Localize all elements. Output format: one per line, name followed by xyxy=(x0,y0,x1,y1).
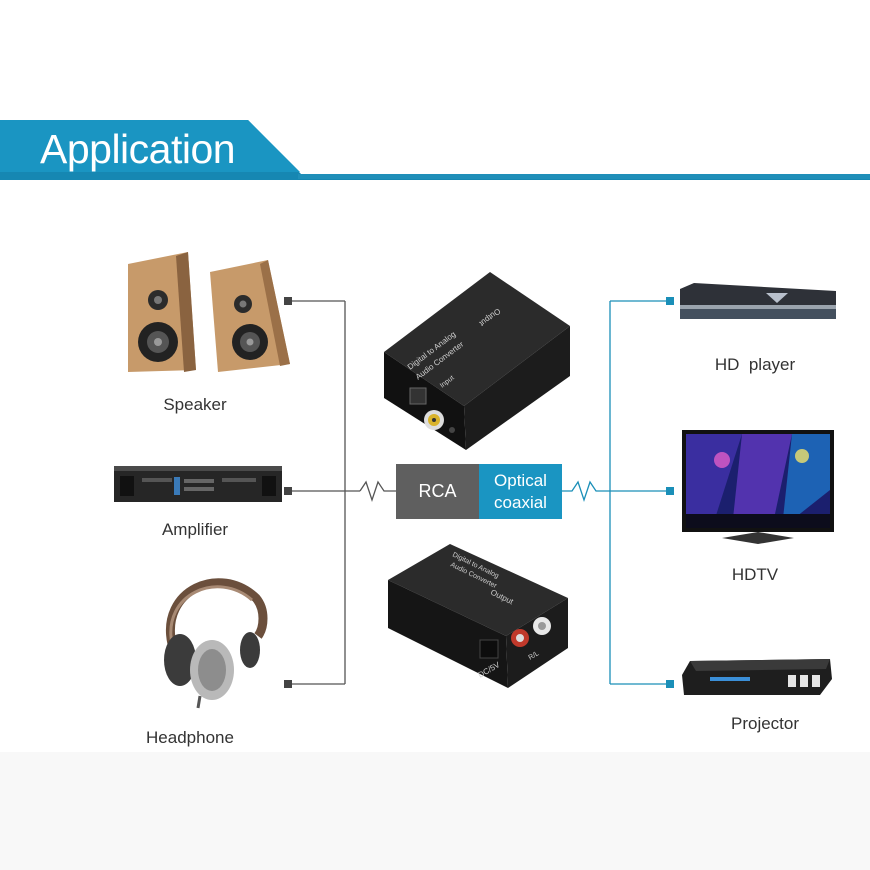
hd-player-label: HD player xyxy=(714,355,796,374)
converter-bottom-unit-icon: Digital to Analog Audio Converter Output… xyxy=(388,544,568,688)
bottom-unit-rl-label: R/L xyxy=(528,650,541,662)
bottom-band xyxy=(0,752,870,870)
headphone-label: Headphone xyxy=(146,728,234,747)
amplifier-icon xyxy=(114,466,282,502)
hdtv-icon xyxy=(682,430,834,544)
speaker-icon xyxy=(128,252,290,372)
optical-coaxial-label-box: Optical coaxial xyxy=(479,464,562,519)
projector-label: Projector xyxy=(730,714,800,733)
speaker-connector-dot xyxy=(284,297,292,305)
hd-player-icon xyxy=(680,283,836,319)
speaker-label: Speaker xyxy=(163,395,227,414)
hdtv-label: HDTV xyxy=(731,565,779,584)
rca-label-box: RCA xyxy=(396,464,479,519)
header-banner xyxy=(0,120,870,180)
rca-label: RCA xyxy=(418,481,457,501)
page-title: Application xyxy=(40,126,236,172)
headphone-icon xyxy=(164,578,268,709)
projector-icon xyxy=(682,659,832,695)
amplifier-label: Amplifier xyxy=(161,520,229,539)
optical-label-line2: coaxial xyxy=(494,492,547,512)
projector-connector-dot xyxy=(666,680,674,688)
hd-player-connector-dot xyxy=(666,297,674,305)
amplifier-connector-dot xyxy=(284,487,292,495)
right-connection-lines xyxy=(562,300,670,685)
converter-top-unit-icon: Digital to Analog Audio Converter Output… xyxy=(384,272,570,450)
hdtv-connector-dot xyxy=(666,487,674,495)
left-connection-lines xyxy=(288,300,396,685)
headphone-connector-dot xyxy=(284,680,292,688)
optical-label-line1: Optical xyxy=(494,470,547,490)
